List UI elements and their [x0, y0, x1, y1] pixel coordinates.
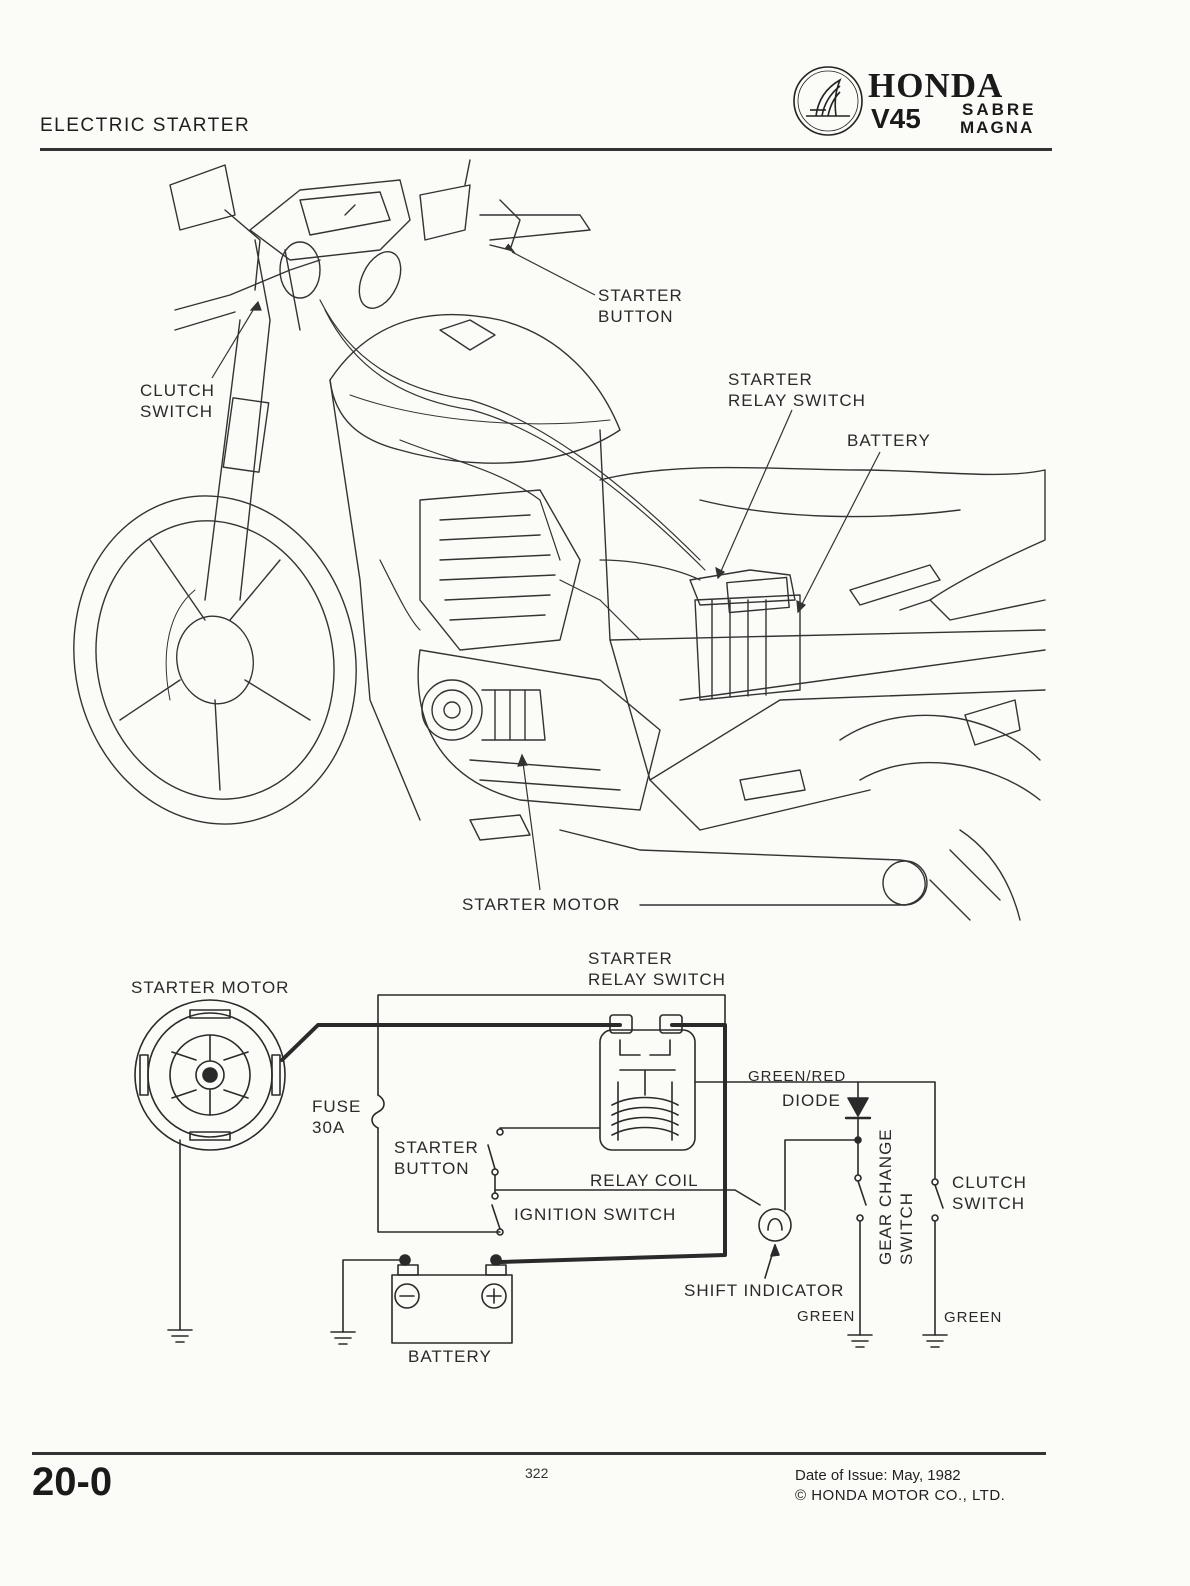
schematic-gear-change-switch	[847, 1174, 873, 1348]
starter-motor-drawing	[421, 679, 546, 741]
label-starter-button: STARTER BUTTON	[598, 286, 683, 326]
ground-symbol-battery	[330, 1331, 356, 1345]
wiring-harness	[319, 299, 706, 641]
schematic-relay	[599, 1014, 696, 1151]
exhaust	[559, 829, 928, 906]
schematic-label-clutch-switch: CLUTCH SWITCH	[952, 1173, 1027, 1213]
schematic-label-ignition-switch: IGNITION SWITCH	[514, 1205, 677, 1224]
schematic-starter-button	[487, 1127, 601, 1176]
honda-wing-logo	[793, 66, 863, 136]
schematic-label-green-1: GREEN	[797, 1308, 856, 1325]
schematic-ignition-switch	[491, 1174, 504, 1236]
schematic-label-green-2: GREEN	[944, 1309, 1003, 1326]
battery-drawing	[689, 564, 941, 701]
date-of-issue: Date of Issue: May, 1982	[795, 1467, 961, 1484]
footer-rule	[32, 1452, 1046, 1455]
schematic-clutch-switch	[922, 1178, 948, 1348]
header-rule	[40, 148, 1052, 151]
schematic-label-relay-coil: RELAY COIL	[590, 1171, 699, 1190]
schematic-label-gear-change-switch: GEAR CHANGE SWITCH	[876, 1128, 916, 1265]
rear-turn-signal	[964, 699, 1021, 746]
seat	[599, 466, 1046, 621]
schematic-label-fuse: FUSE 30A	[312, 1097, 362, 1137]
frame	[329, 379, 1046, 831]
copyright: © HONDA MOTOR CO., LTD.	[795, 1487, 1006, 1504]
schematic-label-diode: DIODE	[782, 1091, 841, 1110]
fuel-tank	[329, 313, 621, 464]
footpegs	[469, 769, 806, 841]
section-page-number: 20-0	[32, 1460, 113, 1504]
fuse-circuit-top	[377, 994, 726, 1026]
schematic-label-green-red: GREEN/RED	[748, 1068, 847, 1085]
front-fork	[204, 239, 301, 601]
schematic-label-shift-indicator: SHIFT INDICATOR	[684, 1281, 845, 1300]
label-battery: BATTERY	[847, 431, 931, 450]
label-starter-motor: STARTER MOTOR	[462, 895, 621, 914]
battery-cable	[498, 1023, 727, 1264]
label-clutch-switch: CLUTCH SWITCH	[140, 381, 215, 421]
green-red-wire	[694, 1081, 936, 1179]
fuse-symbol	[371, 1094, 385, 1129]
engine	[417, 489, 661, 811]
schematic-label-starter-motor: STARTER MOTOR	[131, 978, 290, 997]
instrument-cluster	[249, 179, 411, 309]
section-title: ELECTRIC STARTER	[40, 115, 251, 136]
illustration-leader-lines	[211, 243, 881, 891]
brand-name: HONDA	[868, 66, 1004, 105]
ground-symbol-motor	[167, 1329, 193, 1343]
model-variant-magna: MAGNA	[960, 118, 1035, 137]
front-wheel	[73, 495, 357, 825]
label-starter-relay-switch: STARTER RELAY SWITCH	[728, 370, 866, 410]
schematic-label-starter-relay-switch: STARTER RELAY SWITCH	[588, 949, 726, 989]
schematic-label-battery: BATTERY	[408, 1347, 492, 1366]
schematic-battery	[391, 1254, 513, 1344]
schematic-diode	[844, 1081, 872, 1176]
rear-wheel	[839, 714, 1041, 921]
model-variant-sabre: SABRE	[962, 100, 1037, 119]
schematic-label-starter-button: STARTER BUTTON	[394, 1138, 479, 1178]
page-number: 322	[525, 1465, 549, 1481]
schematic-shift-indicator	[758, 1139, 859, 1242]
handlebars	[169, 159, 591, 331]
schematic-starter-motor	[134, 999, 286, 1151]
motor-cable	[280, 1023, 622, 1062]
model-name: V45	[871, 103, 921, 134]
